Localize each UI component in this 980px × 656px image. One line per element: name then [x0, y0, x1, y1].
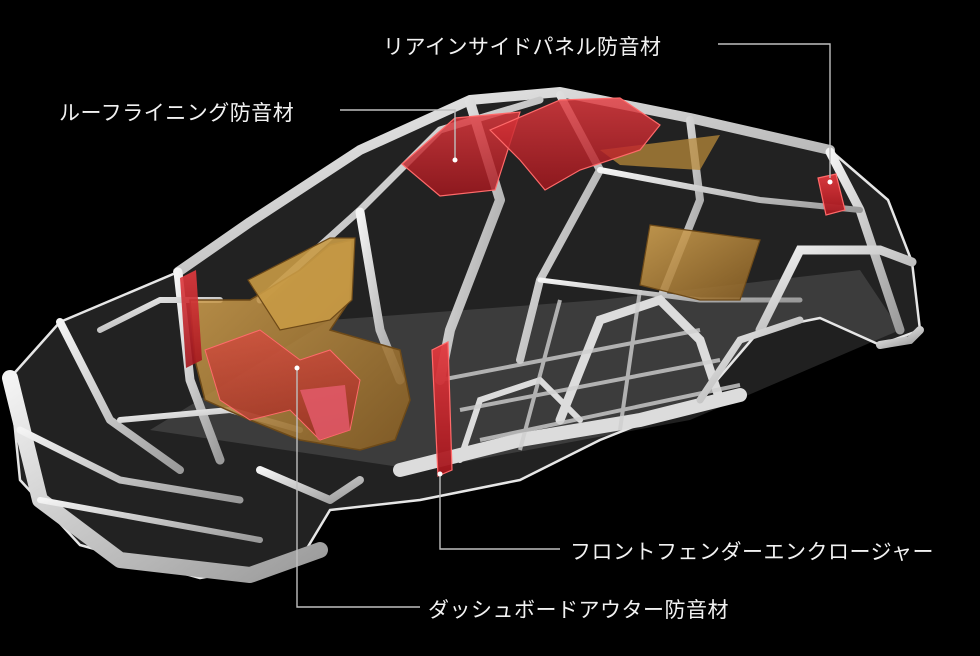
front-fender-enclosure-part — [431, 341, 453, 477]
roof-lining-insulation — [401, 111, 521, 197]
callout-label-dashboard-outer: ダッシュボードアウター防音材 — [428, 598, 729, 622]
callout-label-front-fender-enclosure: フロントフェンダーエンクロージャー — [570, 540, 935, 564]
rear-roof-insulation — [488, 97, 661, 191]
callout-lines — [296, 43, 831, 608]
dashboard-gold-bulkhead — [247, 237, 356, 331]
front-pillar-red-part — [180, 270, 202, 368]
callout-line-front-fender — [439, 476, 560, 550]
rear-floor-gold-panel — [639, 224, 761, 301]
callout-line-dashboard-outer — [296, 370, 420, 608]
rear-shelf-gold-panel — [600, 135, 720, 170]
dashboard-red-block — [300, 385, 350, 440]
callout-dots — [294, 157, 833, 477]
callout-label-rear-inside-panel: リアインサイドパネル防音材 — [383, 35, 662, 59]
callout-label-roof-lining: ルーフライニング防音材 — [59, 101, 295, 125]
callout-line-rear-inside-panel — [718, 43, 831, 178]
floor-members — [439, 289, 741, 451]
rear-structure — [696, 245, 924, 404]
callout-line-roof-lining — [340, 109, 456, 158]
